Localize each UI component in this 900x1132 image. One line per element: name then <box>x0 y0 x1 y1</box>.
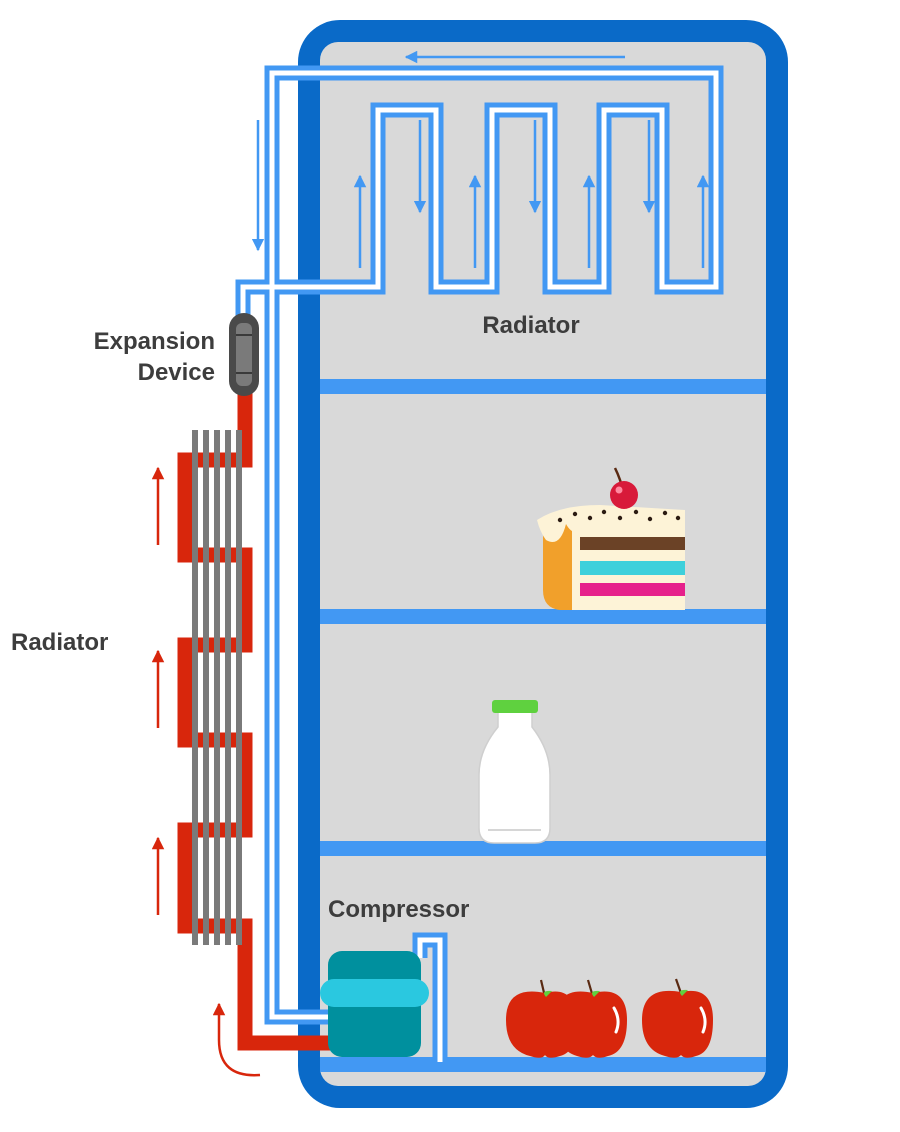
radiator-left-label: Radiator <box>11 629 108 656</box>
flow-arrows-cold <box>251 50 710 268</box>
flow-arrows-hot <box>151 466 261 1077</box>
apples <box>506 978 713 1058</box>
expansion-device-label-line2: Device <box>138 359 215 386</box>
milk-bottle-icon <box>478 700 551 844</box>
compressor-icon <box>320 951 429 1057</box>
radiator-top-label: Radiator <box>482 312 579 339</box>
condenser-fins <box>192 430 242 945</box>
red-apple-icon <box>642 978 713 1058</box>
compressor-discharge-pipe <box>412 932 448 1062</box>
shelves <box>320 379 766 1072</box>
shelf-3 <box>320 841 766 856</box>
shelf-bottom <box>320 1057 766 1072</box>
expansion-device-icon <box>229 313 259 396</box>
evaporator-coil <box>235 65 724 1025</box>
cake-slice-icon <box>537 467 685 610</box>
red-apple-icon <box>556 979 627 1058</box>
expansion-device-label-line1: Expansion <box>94 328 215 355</box>
shelf-1 <box>320 379 766 394</box>
shelf-2 <box>320 609 766 624</box>
flow-arrow-curved-red <box>212 1002 261 1077</box>
compressor-label: Compressor <box>328 896 469 923</box>
